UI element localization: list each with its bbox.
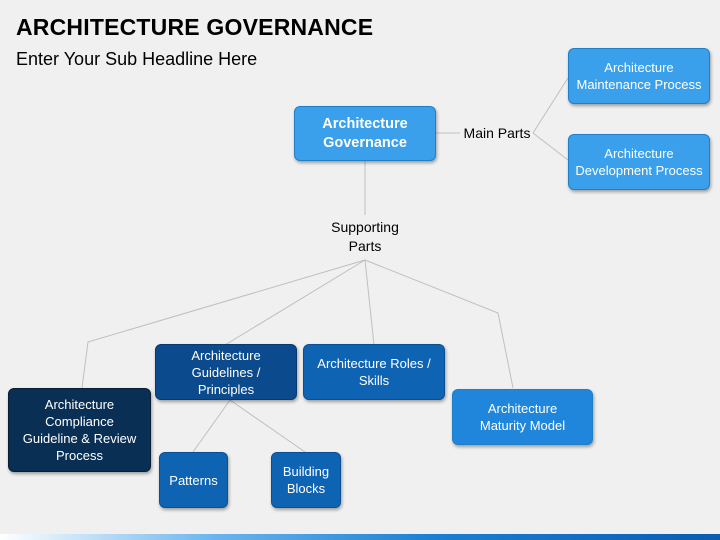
node-architecture-maintenance: Architecture Maintenance Process	[568, 48, 710, 104]
node-architecture-compliance: Architecture Compliance Guideline & Revi…	[8, 388, 151, 472]
node-architecture-maintenance-label: Architecture Maintenance Process	[576, 60, 702, 92]
label-main-parts: Main Parts	[463, 125, 531, 141]
node-architecture-guidelines-label: Architecture Guidelines / Principles	[191, 347, 261, 397]
node-architecture-roles: Architecture Roles / Skills	[303, 344, 445, 400]
node-building-blocks-label: Building Blocks	[282, 464, 330, 496]
connector-main-development	[532, 132, 569, 161]
page-title: ARCHITECTURE GOVERNANCE	[16, 14, 374, 40]
connector-main-maintenance	[532, 77, 569, 134]
node-architecture-roles-label: Architecture Roles / Skills	[317, 356, 431, 388]
connector-guidelines-patterns	[192, 399, 231, 453]
node-patterns: Patterns	[159, 452, 228, 508]
connector-supporting-maturity	[364, 259, 514, 389]
node-architecture-development-label: Architecture Development Process	[575, 146, 703, 178]
label-supporting-parts: Supporting Parts	[331, 219, 399, 254]
page-subtitle: Enter Your Sub Headline Here	[16, 49, 258, 69]
node-architecture-governance-label: Architecture Governance	[322, 115, 408, 151]
node-architecture-maturity: Architecture Maturity Model	[452, 389, 593, 445]
node-architecture-guidelines: Architecture Guidelines / Principles	[155, 344, 297, 400]
connector-supporting-compliance	[81, 259, 366, 389]
node-architecture-governance: Architecture Governance	[294, 106, 436, 161]
connector-guidelines-blocks	[229, 399, 306, 453]
node-architecture-development: Architecture Development Process	[568, 134, 710, 190]
node-building-blocks: Building Blocks	[271, 452, 341, 508]
connector-supporting-roles	[364, 259, 375, 346]
node-architecture-maturity-label: Architecture Maturity Model	[479, 401, 566, 433]
footer-gradient-bar	[0, 534, 720, 540]
node-patterns-label: Patterns	[169, 472, 218, 488]
connector-supporting-guidelines	[224, 259, 366, 346]
node-architecture-compliance-label: Architecture Compliance Guideline & Revi…	[22, 397, 137, 463]
